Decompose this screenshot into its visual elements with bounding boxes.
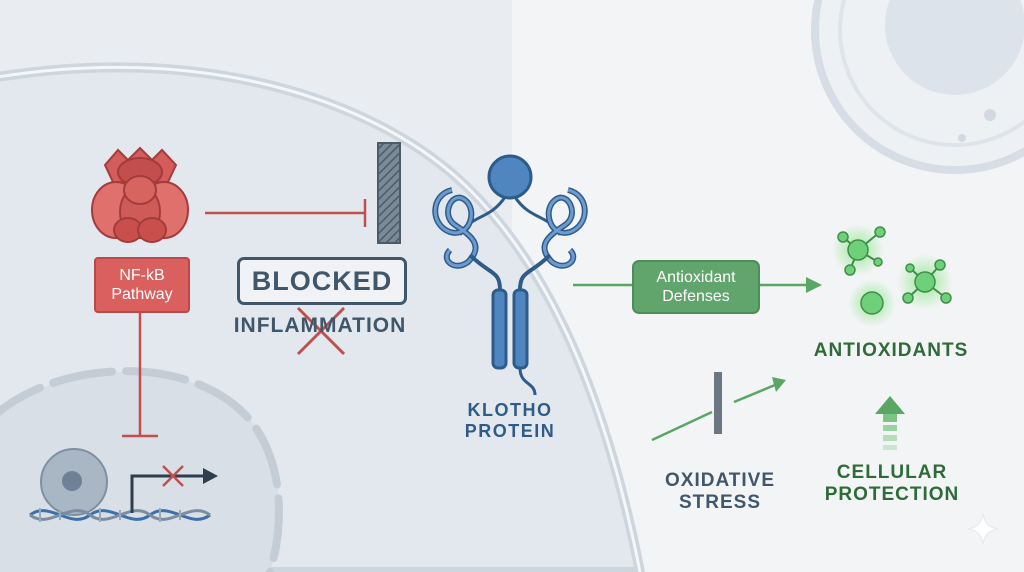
oxidative-blocker-icon [714, 372, 722, 434]
klotho-protein-label: KLOTHO PROTEIN [440, 400, 580, 441]
klotho-label-line1: KLOTHO [467, 400, 553, 420]
nucleus [0, 367, 283, 572]
klotho-protein-icon [432, 154, 588, 396]
nfkb-label: NF-kB [119, 266, 165, 284]
protein-complex-icon [91, 146, 189, 243]
oxidative-line-a [651, 410, 713, 442]
cellular-label-line2: PROTECTION [824, 483, 960, 505]
antioxidant-defenses-line2: Defenses [662, 288, 730, 305]
oxidative-label-line1: OXIDATIVE [665, 470, 775, 491]
nfkb-pathway-box: NF-kB Pathway [94, 257, 190, 313]
oxidative-stress-label: OXIDATIVE STRESS [650, 470, 790, 514]
nucleolus-core [62, 471, 82, 491]
transcription-arrowhead [203, 468, 218, 484]
protection-arrow-icon [875, 396, 905, 450]
antioxidant-defenses-line1: Antioxidant [656, 268, 736, 286]
inhibition-bar-icon [377, 142, 401, 244]
inflammation-x-icon [296, 306, 346, 356]
transcription-arrow [130, 474, 205, 513]
pathway-label: Pathway [111, 286, 173, 303]
antioxidant-defenses-box: Antioxidant Defenses [632, 260, 760, 314]
neighbor-cell [811, 0, 1024, 174]
oxidative-line-b [733, 383, 776, 404]
cellular-label-line1: CELLULAR [836, 462, 948, 483]
cellular-protection-label: CELLULAR PROTECTION [812, 462, 972, 506]
oxidative-label-line2: STRESS [678, 491, 762, 513]
transcription-x-icon [162, 465, 184, 487]
sparkle-icon [967, 513, 999, 545]
antioxidants-label: ANTIOXIDANTS [813, 340, 969, 361]
blocked-badge: BLOCKED [237, 257, 407, 305]
cell-membrane-highlight [0, 65, 642, 572]
dna-helix-icon [29, 508, 211, 522]
oxidative-arrowhead [772, 377, 786, 392]
defense-arrowhead [806, 277, 822, 293]
klotho-label-line2: PROTEIN [464, 420, 556, 441]
antioxidant-molecule-icon [832, 224, 953, 327]
inflammation-label: INFLAMMATION [233, 314, 407, 337]
